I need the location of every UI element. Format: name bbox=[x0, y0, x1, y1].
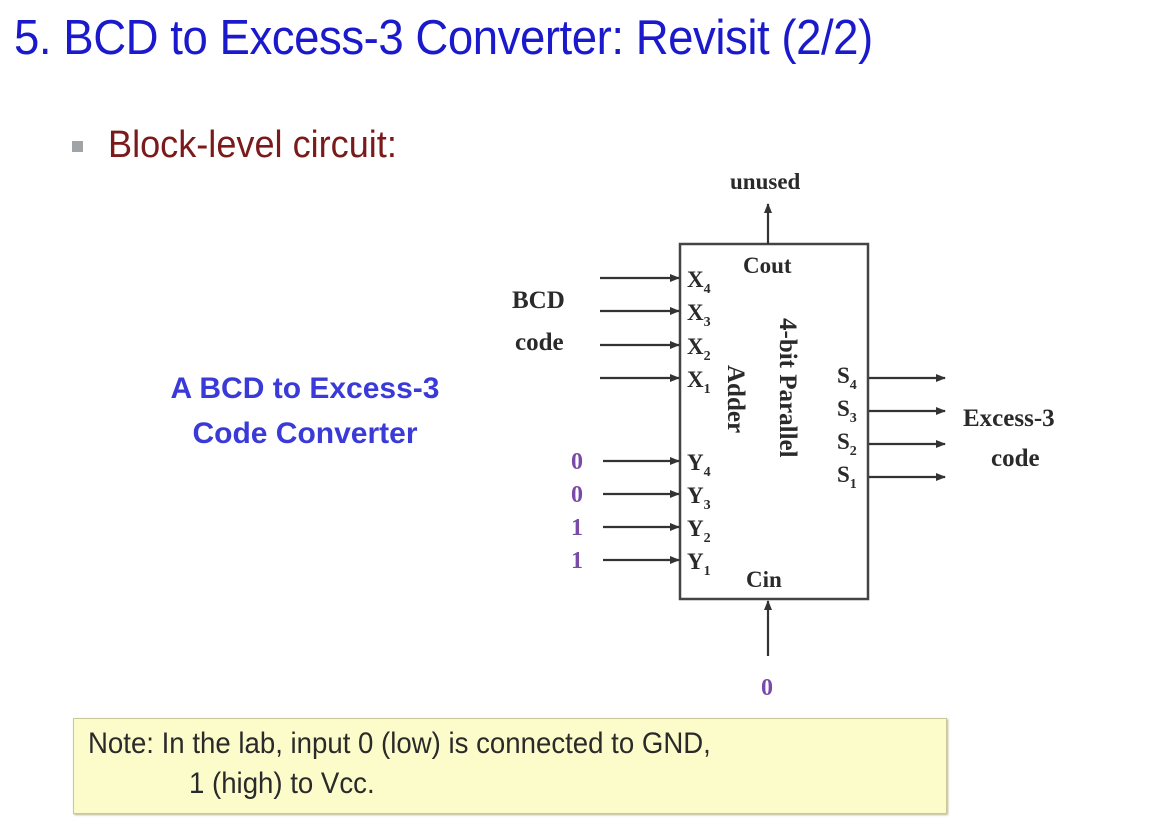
block-label-line2: Adder bbox=[722, 365, 749, 433]
cin-label: Cin bbox=[746, 567, 782, 592]
caption-line-2: Code Converter bbox=[192, 417, 418, 450]
s3-port-label: S3 bbox=[837, 396, 857, 426]
block-label-line1: 4-bit Parallel bbox=[774, 318, 801, 458]
y3-port-label: Y3 bbox=[687, 483, 711, 513]
unused-label: unused bbox=[730, 169, 801, 194]
adder-block bbox=[678, 242, 870, 601]
s2-port-label: S2 bbox=[837, 429, 857, 459]
bcd-label-line2: code bbox=[515, 329, 564, 356]
x4-port-label: X4 bbox=[687, 267, 711, 297]
y3-constant-value: 0 bbox=[571, 482, 583, 508]
excess3-label-line1: Excess-3 bbox=[963, 405, 1055, 432]
cin-value: 0 bbox=[761, 675, 773, 701]
y2-constant-value: 1 bbox=[571, 515, 583, 541]
caption-line-1: A BCD to Excess-3 bbox=[170, 372, 440, 405]
s1-port-label: S1 bbox=[837, 462, 857, 492]
note-line-1: Note: In the lab, input 0 (low) is conne… bbox=[88, 727, 711, 760]
x3-port-label: X3 bbox=[687, 300, 711, 330]
slide-title: 5. BCD to Excess-3 Converter: Revisit (2… bbox=[14, 11, 873, 65]
cout-label: Cout bbox=[743, 253, 792, 278]
y1-port-label: Y1 bbox=[687, 549, 711, 579]
note-box: Note: In the lab, input 0 (low) is conne… bbox=[73, 718, 947, 814]
s4-port-label: S4 bbox=[837, 363, 857, 393]
y1-constant-value: 1 bbox=[571, 548, 583, 574]
y4-port-label: Y4 bbox=[687, 450, 711, 480]
bullet-text: Block-level circuit: bbox=[108, 124, 397, 166]
bullet-marker bbox=[72, 141, 83, 152]
bcd-label-line1: BCD bbox=[512, 287, 565, 314]
x1-port-label: X1 bbox=[687, 367, 711, 397]
x2-port-label: X2 bbox=[687, 334, 711, 364]
diagram-caption: A BCD to Excess-3 Code Converter bbox=[120, 366, 490, 456]
y4-constant-value: 0 bbox=[571, 449, 583, 475]
note-line-2: 1 (high) to Vcc. bbox=[189, 767, 375, 800]
excess3-label-line2: code bbox=[991, 445, 1040, 472]
y2-port-label: Y2 bbox=[687, 516, 711, 546]
